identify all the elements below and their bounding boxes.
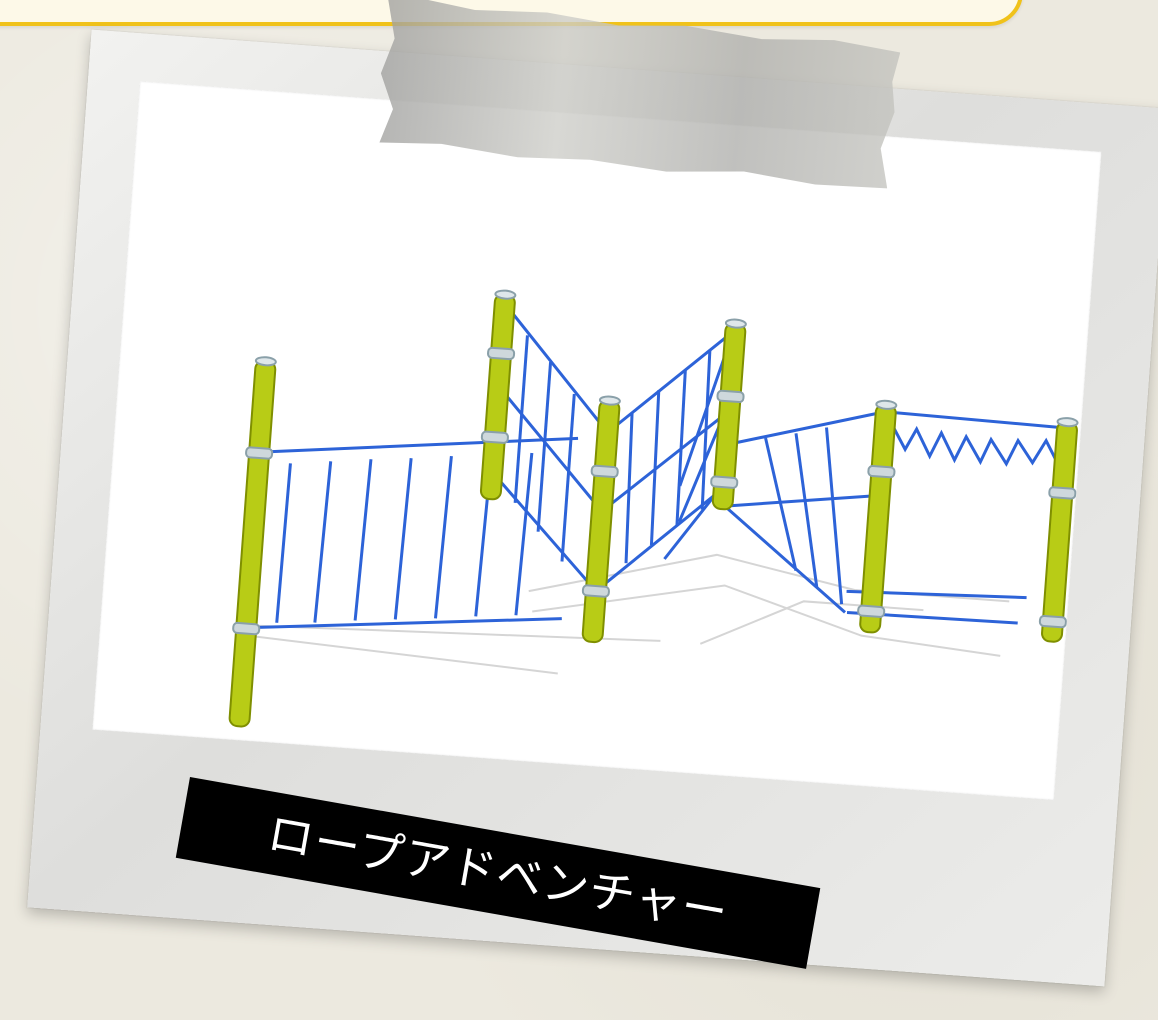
photo-area (92, 81, 1102, 801)
shadow-lines (238, 553, 1010, 675)
polaroid-frame (27, 29, 1158, 987)
post-caps (254, 289, 1079, 428)
posts (228, 293, 1078, 728)
rope-lines (248, 304, 1068, 630)
post-rings (232, 346, 1077, 636)
rope-structure-illustration (228, 289, 1079, 728)
